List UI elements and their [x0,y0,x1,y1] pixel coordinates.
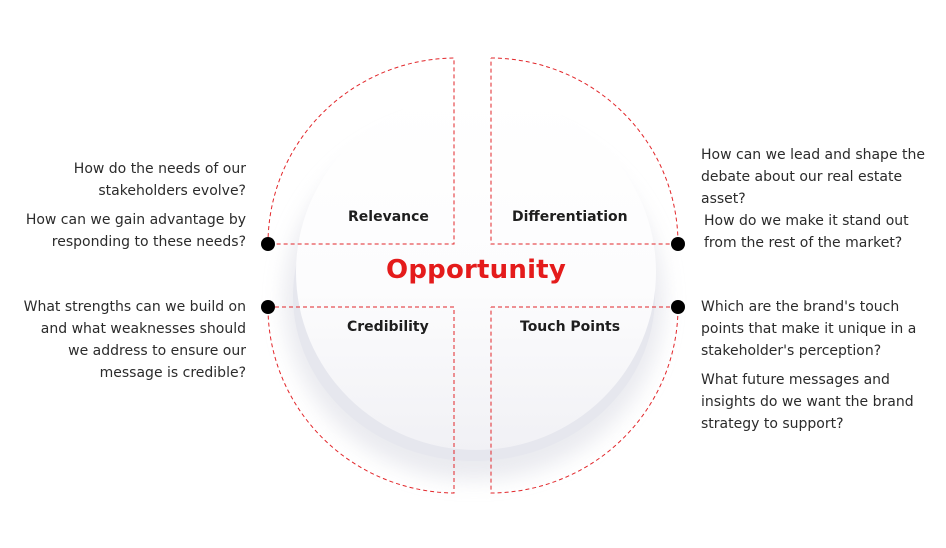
question-text: What future messages and insights do we … [701,372,914,432]
quadrant-label-relevance: Relevance [348,209,429,225]
question-text: How do the needs of our stakeholders evo… [73,161,246,199]
question-text: What strengths can we build on and what … [23,299,246,381]
marker-top-left [261,237,275,251]
questions-bottom-left: What strengths can we build on and what … [20,296,246,384]
questions-top-left: How do the needs of our stakeholders evo… [20,158,246,253]
dashed-outline-top-left [267,57,455,245]
dashed-outline-top-right [490,57,679,245]
marker-bottom-left [261,300,275,314]
marker-top-right [671,237,685,251]
questions-bottom-right: Which are the brand's touch points that … [701,296,921,435]
question-text: How can we gain advantage by responding … [25,212,246,250]
marker-bottom-right [671,300,685,314]
center-disk [296,94,656,450]
center-title: Opportunity [386,255,566,285]
question-text: How do we make it stand out from the res… [704,213,909,251]
questions-top-right: How can we lead and shape the debate abo… [701,144,929,254]
question-text: How can we lead and shape the debate abo… [701,147,925,207]
dashed-quadrant-outlines [267,57,679,494]
quadrant-label-differentiation: Differentiation [512,209,628,225]
dashed-outline-bottom-left [267,306,455,494]
question-text: Which are the brand's touch points that … [701,299,917,359]
quadrant-label-touch-points: Touch Points [520,319,621,335]
quadrant-label-credibility: Credibility [347,319,429,335]
dashed-outline-bottom-right [490,306,679,494]
